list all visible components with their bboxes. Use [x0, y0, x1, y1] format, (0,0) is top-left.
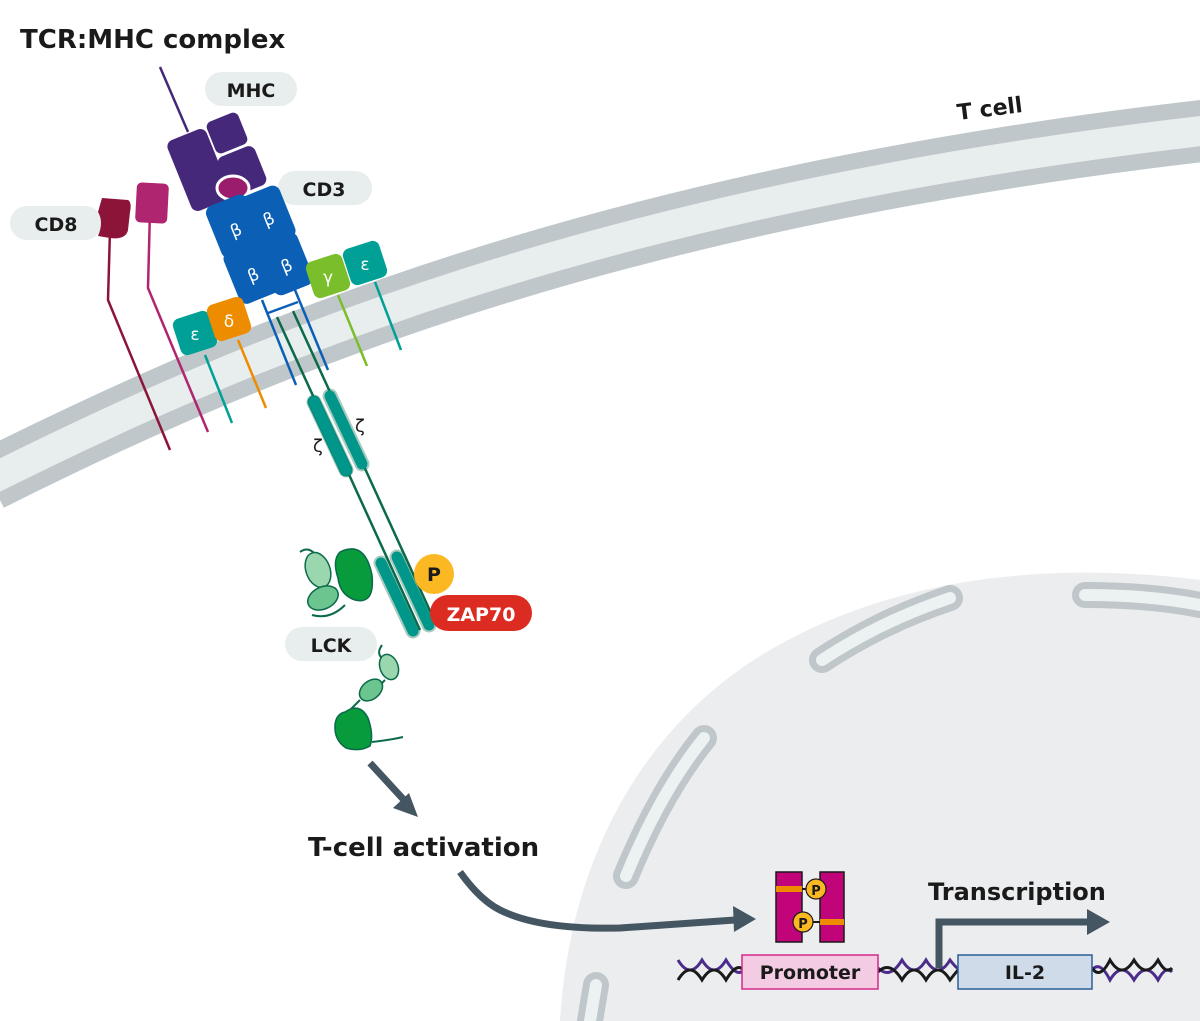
phospho-label: P	[811, 884, 821, 899]
phospho-label: P	[427, 564, 441, 586]
cell-membrane	[0, 99, 1200, 508]
transcription-label: Transcription	[928, 878, 1106, 906]
lck-inactive	[299, 548, 374, 618]
zap70: ZAP70	[430, 595, 532, 631]
phosphate-zap70: P	[414, 554, 454, 594]
mhc-label: MHC	[227, 80, 276, 102]
lck-active	[334, 644, 404, 751]
promoter-label: Promoter	[760, 962, 861, 984]
promoter-box: Promoter	[741, 954, 879, 990]
epsilon-label: ε	[190, 325, 199, 345]
mhc-label-pill: MHC	[205, 72, 297, 106]
cd8-label-pill: CD8	[10, 206, 102, 240]
nucleus-body	[560, 572, 1200, 1021]
arrow-to-nucleus	[457, 869, 756, 932]
lck-label: LCK	[311, 635, 353, 657]
zeta-label: ζ	[355, 416, 365, 437]
cd3-epsilon-right: ε	[342, 240, 403, 351]
zeta-label: ζ	[313, 436, 323, 457]
gamma-label: γ	[323, 268, 333, 288]
nuclear-envelope	[577, 582, 1200, 1021]
il2-gene-box: IL-2	[957, 954, 1093, 990]
t-cell-label: T cell	[956, 93, 1024, 126]
arrow-to-activation	[367, 760, 418, 817]
transcription-arrow	[935, 909, 1110, 968]
cd3-zeta-chains: ζ ζ	[275, 310, 438, 639]
dna-helix	[676, 956, 1174, 984]
activation-label: T-cell activation	[308, 833, 539, 863]
tcr-chains: β β β β	[205, 185, 330, 386]
mhc-molecule	[158, 66, 267, 211]
phospho-label: P	[798, 917, 808, 932]
diagram-title: TCR:MHC complex	[20, 25, 286, 55]
delta-label: δ	[224, 312, 234, 332]
cd3-epsilon-left: ε	[172, 310, 234, 424]
lck-label-pill: LCK	[285, 627, 377, 661]
epsilon-label: ε	[360, 255, 369, 275]
zap70-label: ZAP70	[447, 604, 516, 626]
transcription-factor: P P	[775, 871, 845, 943]
nucleus	[560, 572, 1200, 1021]
cd3-gamma: γ	[305, 253, 369, 367]
cd3-label: CD3	[303, 179, 346, 201]
cd3-delta: δ	[206, 296, 268, 409]
il2-label: IL-2	[1005, 962, 1045, 984]
cd3-label-pill: CD3	[278, 171, 372, 205]
cd8-label: CD8	[35, 214, 78, 236]
cd8-coreceptor	[98, 182, 210, 451]
